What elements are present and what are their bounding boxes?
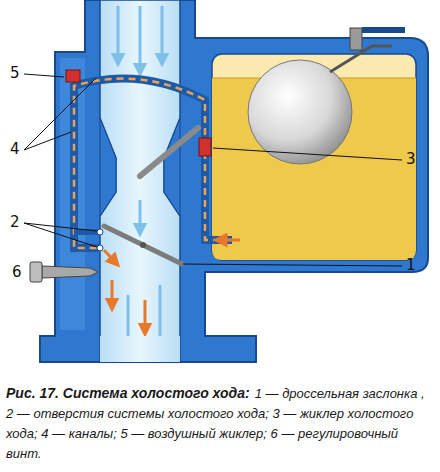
air-arrow (139, 6, 142, 70)
leader-line (24, 223, 97, 247)
mixture-arrow (144, 300, 147, 330)
fuel-arrow (220, 239, 240, 242)
callout-number: 1 (406, 256, 416, 274)
venturi-left (100, 118, 116, 216)
mixture-arrow (111, 280, 114, 305)
leader-line (24, 78, 96, 150)
air-arrow (161, 6, 164, 60)
idle-fuel-jet (199, 138, 211, 156)
callout-number: 6 (12, 263, 22, 281)
leader-line (183, 264, 402, 266)
carburetor-body (40, 0, 428, 362)
fuel-inlet (362, 27, 405, 33)
flange-opening (100, 336, 180, 362)
throttle-plate (104, 226, 182, 264)
mixture-arrows (104, 240, 240, 330)
screw-head (30, 262, 42, 282)
carburetor-illustration (0, 0, 440, 380)
float (248, 60, 352, 164)
leader-line (213, 148, 402, 160)
idle-channel (74, 79, 232, 248)
caption: Рис. 17. Система холостого хода:1 — дрос… (6, 383, 434, 464)
idle-hole (97, 245, 103, 251)
float-chamber (212, 54, 416, 260)
leader-line (24, 132, 71, 150)
needle-valve (350, 28, 362, 50)
air-arrow (139, 200, 142, 230)
leader-lines (24, 74, 402, 266)
callout-number: 2 (10, 213, 20, 231)
throttle-shaft (140, 242, 146, 248)
nozzle-tube (140, 128, 198, 176)
idle-channel-flow (74, 79, 232, 248)
callout-number: 5 (10, 64, 20, 82)
callout-number: 4 (10, 140, 20, 158)
callout-number: 3 (406, 150, 416, 168)
bore (100, 0, 180, 362)
air-arrow (117, 6, 120, 60)
venturi-right (164, 118, 180, 216)
adjusting-screw (42, 266, 98, 278)
caption-heading: Рис. 17. Система холостого хода: (6, 385, 250, 401)
air-jet (66, 70, 80, 82)
mixture-arrow (104, 250, 115, 262)
leader-line (24, 74, 64, 77)
idle-hole (97, 229, 103, 235)
